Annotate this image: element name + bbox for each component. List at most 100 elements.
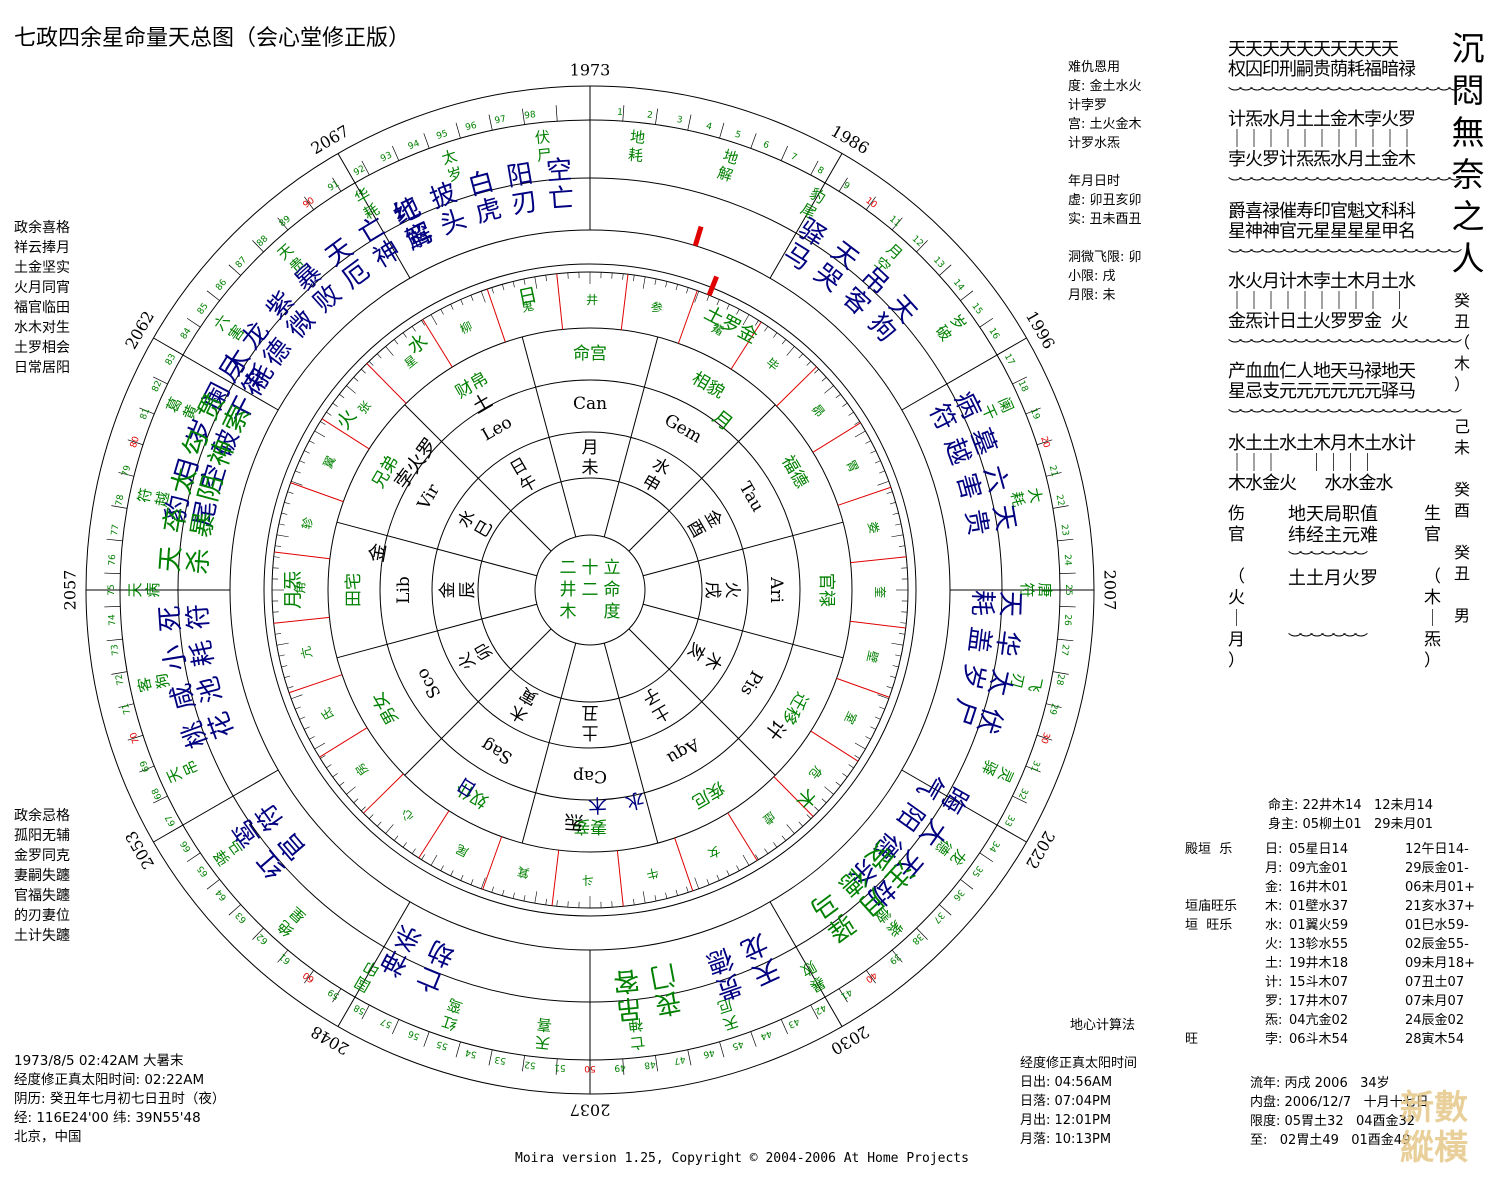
degree-tick (781, 339, 787, 345)
star-group-2: 计炁水月土土金木孛火罗｜｜｜｜｜｜｜｜｜｜｜孛火罗计炁炁水月土金木 (1228, 110, 1448, 170)
star-pair-row: ｜｜｜ ｜｜｜｜ (1228, 453, 1376, 474)
degree-tick (491, 886, 494, 893)
birth-info-line: 经: 116E24'00 纬: 39N55'48 (14, 1110, 201, 1126)
mansion-boundary (727, 812, 758, 861)
year-label: 1986 (828, 121, 873, 158)
branch-label: 未 (582, 458, 599, 478)
degree-tick (402, 332, 407, 338)
year-tick (1012, 376, 1027, 385)
degree-tick (821, 376, 827, 382)
degree-tick (675, 284, 678, 291)
planet-sign: 06未月01+ (1405, 880, 1475, 895)
age-number: 5 (733, 130, 742, 141)
shensha-char: 吊 (180, 757, 203, 778)
year-tick (1059, 572, 1076, 574)
branch-ruler: 金 (438, 582, 458, 599)
inner-sector-line (642, 521, 844, 577)
age-number: 58 (352, 1002, 367, 1016)
age-number: 46 (702, 1047, 716, 1060)
planet-name: 水: (1265, 918, 1283, 933)
inner-sector-line (404, 404, 552, 552)
wheel-ring (477, 477, 703, 703)
wave-divider: ︶︶︶︶︶︶︶︶︶︶︶︶︶︶︶︶︶︶︶︶︶ (1228, 249, 1462, 265)
shensha-char: 神 (627, 1015, 644, 1034)
degree-tick (874, 716, 881, 720)
degree-tick (353, 798, 359, 804)
planet-name: 孛: (1265, 1032, 1283, 1047)
sector-star-char: 空 (545, 155, 573, 187)
officer-titles: 地天局职值 纬经主元难 (1288, 504, 1378, 546)
year-tick (455, 1041, 461, 1058)
house-label: 福德 (777, 452, 811, 491)
planet-sign: 02辰金55- (1405, 937, 1469, 952)
top-info-line: 实: 丑未酉丑 (1068, 212, 1142, 227)
top-info-line: 年月日时 (1068, 174, 1121, 189)
degree-tick (898, 545, 905, 547)
zodiac-label: Sag (478, 734, 516, 768)
shensha-char: 刃 (1007, 672, 1028, 690)
degree-tick (895, 654, 902, 657)
age-number: 25 (1063, 584, 1073, 595)
wave-divider: ︶︶︶︶︶︶︶︶︶︶︶︶︶︶︶︶︶︶︶︶︶ (1228, 339, 1462, 355)
age-number: 77 (110, 524, 121, 537)
year-tick (1045, 472, 1062, 477)
age-number: 31 (1028, 759, 1042, 773)
degree-tick (304, 726, 310, 730)
star-pair-row: ｜｜｜｜｜｜｜｜｜ ｜ (1228, 291, 1408, 312)
sector-line (769, 153, 843, 279)
degree-tick (742, 854, 750, 866)
degree-tick (346, 786, 356, 795)
degree-tick (523, 895, 526, 902)
vertical-title-char: 奈 (1451, 155, 1485, 194)
good-pattern-item: 水木对生 (14, 320, 70, 336)
year-tick (168, 824, 184, 834)
age-number: 44 (759, 1028, 774, 1042)
sector-star-char: 尾 (188, 498, 222, 529)
year-tick (392, 145, 400, 161)
degree-tick (891, 534, 904, 538)
center-char: 木 (560, 602, 577, 622)
mansion-boundary (616, 850, 624, 907)
planet-sign: 12午日14- (1405, 842, 1469, 857)
shensha-char: 病 (144, 582, 162, 597)
degree-tick (295, 706, 301, 710)
top-info-line: 月限: 未 (1068, 288, 1116, 303)
wheel-ring (327, 327, 853, 853)
degree-tick (402, 842, 407, 848)
year-tick (916, 927, 928, 940)
chart-title: 七政四余星命量天总图（会心堂修正版） (14, 26, 411, 51)
degree-tick (450, 870, 454, 876)
age-number: 8 (815, 165, 825, 177)
mansion-boundary (418, 810, 450, 859)
degree-tick (879, 706, 885, 710)
year-tick (979, 317, 994, 328)
degree-tick (675, 889, 678, 896)
shensha-char: 喜 (536, 1015, 553, 1034)
degree-tick (411, 326, 416, 332)
degree-tick (502, 889, 505, 896)
zodiac-label: Vir (413, 480, 444, 514)
age-number: 9 (841, 181, 851, 193)
sector-star-char: 太 (982, 666, 1017, 698)
ring-planet: 炁 (564, 810, 585, 833)
sector-line (337, 901, 411, 1027)
degree-tick (309, 440, 315, 444)
sector-star-char: 岁 (955, 660, 990, 692)
good-pattern-item: 土金坚实 (14, 260, 70, 276)
mansion-label: 张 (355, 398, 373, 416)
sector-star-char: 华 (990, 629, 1023, 659)
star-group-6: 水土土水土木月木土水计｜｜｜ ｜｜｜｜木水金火 水水金水 (1228, 434, 1448, 494)
year-tick (304, 970, 315, 984)
vertical-title: 沉悶無奈之人 (1448, 28, 1488, 280)
birth-info-line: 阴历: 癸丑年七月初七日丑时（夜） (14, 1091, 226, 1107)
year-tick (106, 538, 123, 542)
planet-head-line: 身主: 05柳土01 29未月01 (1268, 817, 1434, 832)
shensha-char: 阑 (994, 394, 1017, 415)
sector-star-char: 门 (647, 958, 678, 992)
year-tick (111, 671, 128, 675)
mansion-label: 角 (293, 582, 307, 594)
bad-patterns-list: 政余忌格孤阳无辅金罗同克妻嗣失躔官福失躔的刃妻位土计失躔 (14, 806, 70, 946)
age-number: 20 (1038, 435, 1051, 449)
